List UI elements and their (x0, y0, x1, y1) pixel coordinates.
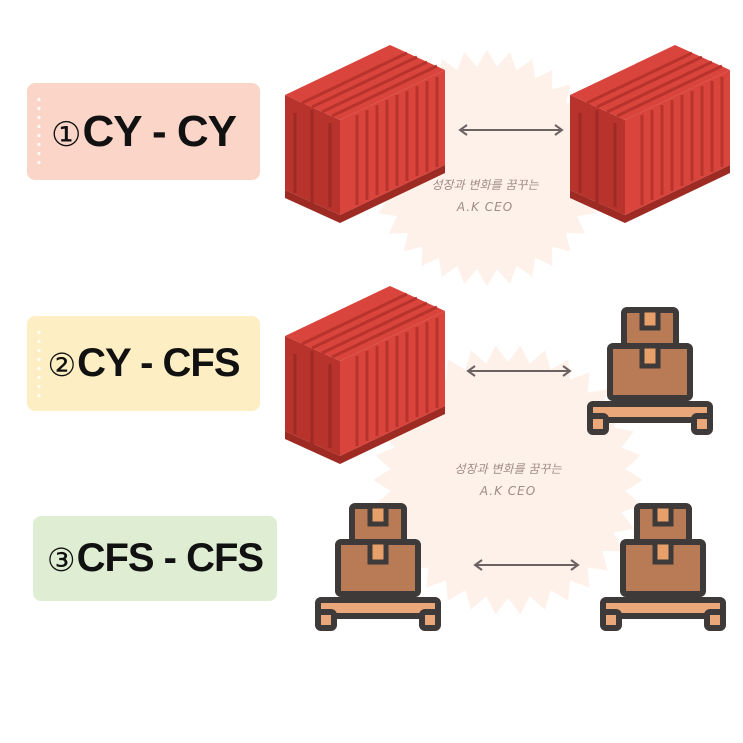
watermark-text: 성장과 변화를 꿈꾸는 A.K CEO (454, 462, 562, 498)
double-arrow (466, 365, 572, 377)
pallet-box-icon (590, 310, 710, 432)
dots-decoration (37, 95, 41, 168)
badge-label: ③CFS - CFS (46, 536, 264, 580)
container-icon (568, 43, 732, 225)
double-arrow (458, 124, 564, 136)
badge-label: ①CY - CY (50, 106, 237, 156)
double-arrow (473, 559, 580, 571)
watermark-text: 성장과 변화를 꿈꾸는 A.K CEO (431, 178, 539, 214)
badge-cy-cy: ①CY - CY (27, 83, 260, 180)
badge-cfs-cfs: ③CFS - CFS (33, 516, 277, 601)
badge-cy-cfs: ②CY - CFS (27, 316, 260, 411)
dots-decoration (37, 328, 41, 399)
badge-label: ②CY - CFS (47, 341, 240, 385)
